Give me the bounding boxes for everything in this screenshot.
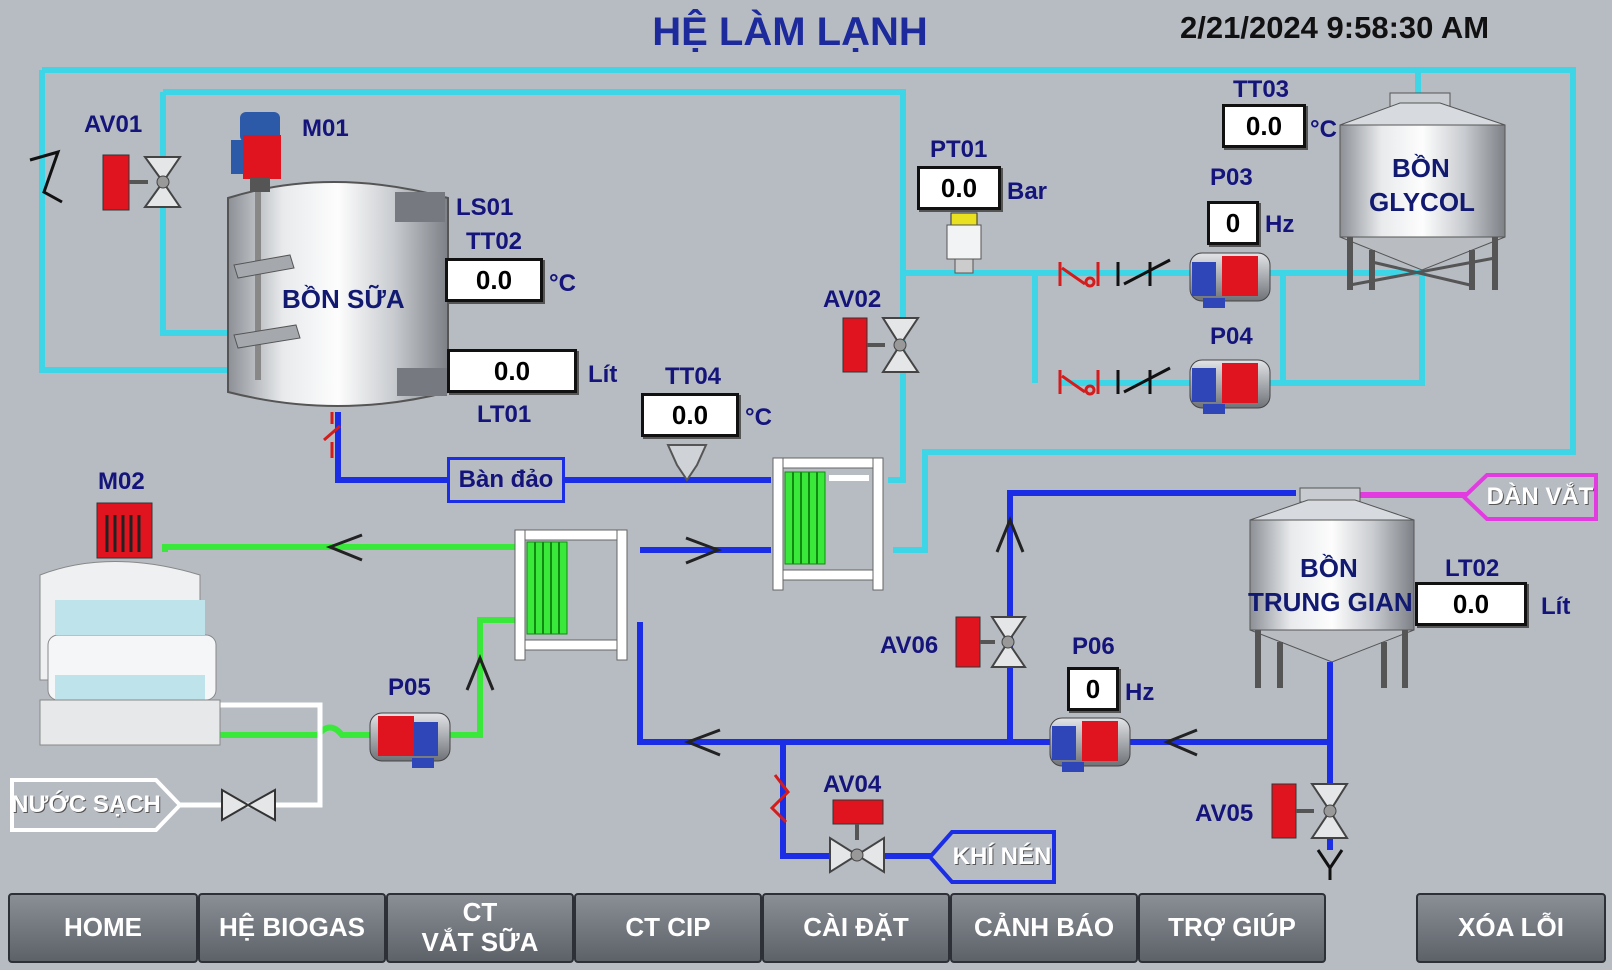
nav-ct-line1: CT [462,897,498,928]
pump-p05[interactable] [369,712,451,768]
pt01-tag: PT01 [930,136,988,163]
pump-p04[interactable] [1189,359,1271,414]
relief-valve-icon [29,149,63,204]
valve-av01[interactable] [102,154,182,211]
tt02-unit: °C [549,270,576,297]
pt01-unit: Bar [1007,178,1048,205]
pt01-value[interactable]: 0.0 [917,166,1001,210]
p04-tag: P04 [1210,323,1253,350]
glycol-tank-label-line2: GLYCOL [1369,187,1475,217]
tt02-tag: TT02 [466,228,523,255]
air-check-icon [769,774,790,824]
milk-tank [227,181,449,407]
pt01-transmitter [946,212,982,274]
dan-vat-flag[interactable]: DÀN VẮT [1462,472,1598,522]
datetime-display: 2/21/2024 9:58:30 AM [1180,10,1490,45]
nuoc-sach-label: NƯỚC SẠCH [11,791,161,818]
lt02-tag: LT02 [1445,555,1500,582]
dan-vat-flag-shape [1462,473,1598,521]
av01-tag: AV01 [84,111,143,138]
valve-av02[interactable] [842,317,920,373]
p03-frequency-value[interactable]: 0 [1207,201,1259,245]
p05-tag: P05 [388,674,431,701]
lt01-tag: LT01 [477,401,532,428]
m01-motor[interactable] [231,112,281,192]
nav-help-button[interactable]: TRỢ GIÚP [1138,893,1326,963]
av04-tag: AV04 [823,771,882,798]
milk-tank-label: BỒN SỮA [282,284,405,314]
heat-exchanger-1 [772,457,884,591]
valve-manual-water[interactable] [221,788,276,822]
tt04-tag: TT04 [665,363,722,390]
cooling-tower [39,561,221,746]
pump-p03[interactable] [1189,252,1271,308]
flow-arrows [325,516,1198,757]
av06-tag: AV06 [880,632,939,659]
intermediate-tank [1249,487,1415,688]
nav-settings-button[interactable]: CÀI ĐẶT [762,893,950,963]
intermediate-tank-label-line1: BỒN [1300,553,1358,583]
p06-frequency-unit: Hz [1125,679,1155,706]
tt03-tag: TT03 [1233,76,1290,103]
ls01-tag: LS01 [456,194,514,221]
m02-fan-motor[interactable] [96,502,153,559]
nav-alarm-button[interactable]: CẢNH BÁO [950,893,1138,963]
nav-ct-line2: VẮT SỮA [421,927,539,957]
heat-exchanger-2 [514,529,628,661]
glycol-tank [1339,92,1506,290]
lt01-unit: Lít [588,361,618,388]
valve-av06[interactable] [955,616,1027,668]
nav-biogas-button[interactable]: HỆ BIOGAS [198,893,386,963]
p03-frequency-unit: Hz [1265,211,1295,238]
khi-nen-flag-shape [928,830,1056,884]
intermediate-tank-label-line2: TRUNG GIAN [1248,587,1413,617]
khi-nen-flag[interactable]: KHÍ NÉN [928,830,1056,884]
m02-tag: M02 [98,468,145,495]
screen-title: HỆ LÀM LẠNH [652,10,928,54]
nav-cip-button[interactable]: CT CIP [574,893,762,963]
tt03-value[interactable]: 0.0 [1222,104,1306,148]
nuoc-sach-flag-shape [10,778,182,832]
glycol-lines [39,67,1576,553]
tt04-probe [666,444,708,482]
av05-tag: AV05 [1195,800,1254,827]
khi-nen-label: KHÍ NÉN [952,843,1052,870]
ban-dao-label[interactable]: Bàn đảo [447,457,565,503]
av02-tag: AV02 [823,286,882,313]
check-valves [1058,258,1171,396]
nav-home-button[interactable]: HOME [8,893,198,963]
valve-av04[interactable] [829,799,885,874]
m01-tag: M01 [302,115,349,142]
glycol-tank-label-line1: BỒN [1392,153,1450,183]
p06-tag: P06 [1072,633,1115,660]
lt01-value[interactable]: 0.0 [447,349,577,393]
p06-frequency-value[interactable]: 0 [1067,667,1119,711]
pump-p06[interactable] [1049,717,1131,772]
lt02-unit: Lít [1541,593,1571,620]
dan-vat-label: DÀN VẮT [1486,483,1594,510]
tt03-unit: °C [1310,116,1337,143]
drain-check-icon [323,412,341,458]
clear-error-button[interactable]: XÓA LỖI [1416,893,1606,963]
tt02-value[interactable]: 0.0 [445,258,543,302]
valve-av05[interactable] [1271,783,1349,880]
p03-tag: P03 [1210,164,1253,191]
tt04-unit: °C [745,404,772,431]
lt02-value[interactable]: 0.0 [1415,582,1527,626]
nuoc-sach-flag[interactable]: NƯỚC SẠCH [10,778,182,832]
nav-milking-program-button[interactable]: CT VẮT SỮA [386,893,574,963]
tt04-value[interactable]: 0.0 [641,393,739,437]
